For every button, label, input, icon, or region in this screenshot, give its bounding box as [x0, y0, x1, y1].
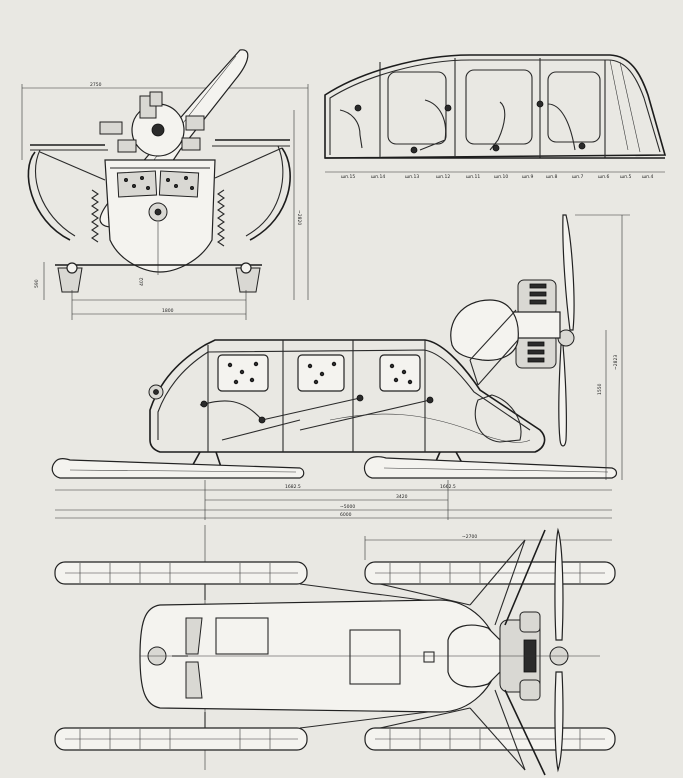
dim-front-ski-text: 1682.5 — [285, 484, 301, 490]
frame-stations — [379, 58, 606, 158]
dim-top-text: 2750 — [90, 82, 102, 88]
station-label: шп.10 — [494, 174, 508, 180]
dim-rear-track-text: ~2700 — [462, 534, 477, 540]
station-label: шп.13 — [405, 174, 419, 180]
dim-overall-b-text: 6000 — [340, 512, 352, 518]
dim-rear-ski-text: 1662.5 — [440, 484, 456, 490]
station-label: шп.6 — [598, 174, 609, 180]
front-view: 2750 ~2820 — [21, 49, 309, 320]
dim-total-height-text: ~2823 — [613, 355, 619, 370]
ski-rungs — [79, 563, 581, 749]
plan-skis — [54, 561, 616, 751]
front-springs — [91, 189, 225, 247]
station-label: шп.12 — [436, 174, 450, 180]
side-view: 1682.5 1662.5 3420 ~5000 6000 1550 ~2823 — [51, 214, 630, 520]
frame-side-view: шп.15 шп.14 шп.13 шп.12 шп.11 шп.10 шп.9… — [324, 54, 667, 180]
station-label: шп.7 — [572, 174, 583, 180]
station-label: шп.9 — [522, 174, 533, 180]
station-label: шп.8 — [546, 174, 557, 180]
station-label: шп.5 — [620, 174, 631, 180]
station-labels: шп.15 шп.14 шп.13 шп.12 шп.11 шп.10 шп.9… — [341, 174, 653, 180]
front-ski — [51, 458, 305, 479]
dim-ski-height-text: 590 — [34, 279, 40, 288]
plan-view: ~2700 — [54, 525, 616, 776]
front-engine — [99, 91, 205, 157]
rear-ski — [363, 456, 618, 479]
station-label: шп.15 — [341, 174, 355, 180]
window-rivets — [124, 175, 194, 190]
dim-prop-height-text: 1550 — [597, 383, 603, 395]
station-label: шп.11 — [466, 174, 480, 180]
dim-small-text: 402 — [139, 277, 145, 286]
dim-overall-a-text: ~5000 — [340, 504, 355, 510]
dim-wheelbase-text: 3420 — [396, 494, 408, 500]
window-marks — [227, 361, 413, 385]
station-label: шп.4 — [642, 174, 653, 180]
station-label: шп.14 — [371, 174, 385, 180]
dim-track-text: 1800 — [162, 308, 174, 314]
dim-height-text: ~2820 — [296, 210, 302, 225]
